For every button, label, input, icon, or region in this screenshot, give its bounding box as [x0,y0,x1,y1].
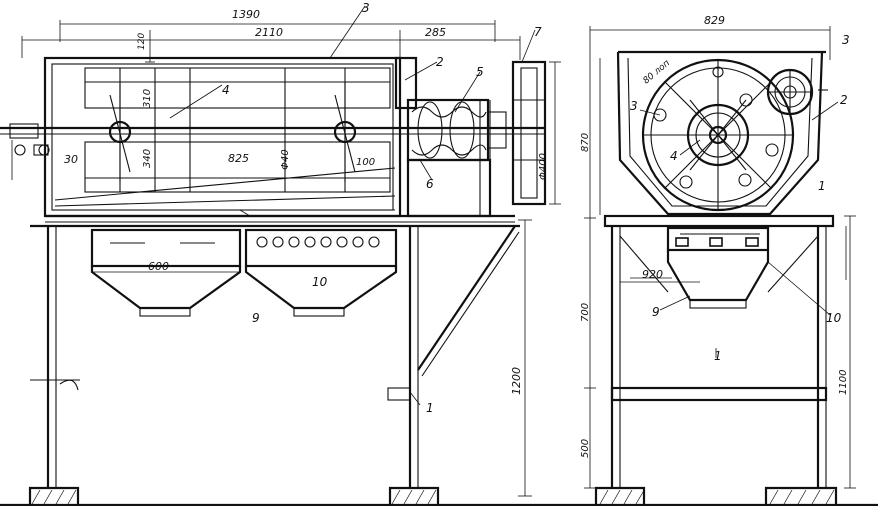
callout-1-front: 1 [426,401,434,415]
dim-285: 285 [425,26,446,39]
side-top-dimension [589,26,831,218]
callout-4-front: 4 [222,83,230,97]
side-callouts: 3 2 3 4 1 9 10 1 [630,33,850,363]
callout-4-side: 4 [670,149,678,163]
dim-920: 920 [642,268,663,281]
hoppers [90,228,398,317]
callout-3-top: 3 [362,1,370,15]
drum-spokes [108,82,357,182]
callout-6: 6 [426,177,434,191]
side-drum-wheel [641,58,795,212]
callout-3-side-left: 3 [630,99,638,113]
feed-section [394,56,507,218]
front-dimension-labels: 1390 2110 285 120 310 340 825 Φ40 100 30… [64,8,549,395]
dim-825: 825 [228,152,249,165]
dim-500: 500 [580,439,591,458]
foot-hatching [31,489,437,505]
callout-2-side: 2 [840,93,848,107]
front-callouts: 3 2 5 7 4 6 9 10 1 [222,1,542,415]
sieve-cells [256,236,380,248]
dim-340: 340 [142,149,153,168]
side-leaders [639,101,839,316]
side-housing [616,50,828,216]
side-pulley [766,68,814,116]
dim-829: 829 [704,14,725,27]
callout-9-side: 9 [652,305,660,319]
callout-7: 7 [534,25,542,39]
front-leaders [169,5,536,406]
callout-3-side-right: 3 [842,33,850,47]
callout-9-front: 9 [252,311,260,325]
dim-100: 100 [356,157,375,168]
top-dimension-lines [21,20,521,63]
dim-phi400: Φ400 [538,153,549,180]
callout-1-side-lower: 1 [714,349,722,363]
dim-30: 30 [64,153,78,166]
side-dimension-lines [584,215,856,489]
dim-2110: 2110 [255,26,283,39]
dim-120: 120 [137,33,147,50]
callout-5: 5 [476,65,484,79]
callout-10-side: 10 [826,311,842,325]
callout-10-front: 10 [312,275,328,289]
main-shaft [0,123,545,180]
dim-1200: 1200 [510,367,523,395]
dim-1390: 1390 [232,8,260,21]
dim-870: 870 [580,133,591,152]
dim-rim: 80 лоп [642,58,673,86]
front-frame [0,219,878,506]
dim-600: 600 [148,260,169,273]
dim-1100: 1100 [838,370,849,395]
side-feet [594,486,838,505]
callout-1-side-upper: 1 [818,179,826,193]
dim-310: 310 [142,89,153,108]
callout-2-front: 2 [436,55,444,69]
pulley [511,60,561,206]
dim-phi40: Φ40 [280,149,291,170]
dim-700: 700 [580,303,591,322]
side-table [603,214,835,488]
side-view: 829 870 920 700 1100 500 80 лоп 3 2 3 4 … [580,14,856,505]
